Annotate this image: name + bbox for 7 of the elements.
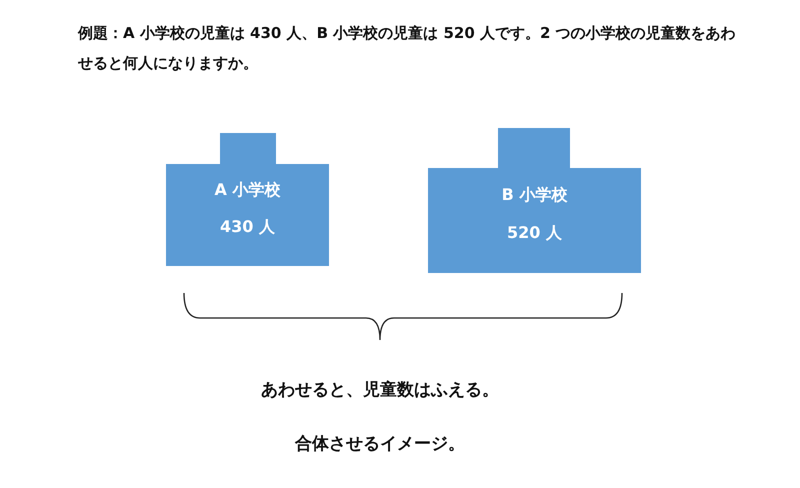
problem-text: 例題：A 小学校の児童は 430 人、B 小学校の児童は 520 人です。2 つの小学校の児童数をあわせると何人になりますか。 [78,23,737,74]
student-count: 520 人 [506,222,563,244]
school-name: B 小学校 [500,185,568,206]
school-name: A 小学校 [214,180,282,202]
student-count: 430 人 [219,217,276,238]
explanation-text: 合体させるイメージ。 [294,433,466,455]
explanation-text: あわせると、児童数はふえる。 [260,379,500,401]
